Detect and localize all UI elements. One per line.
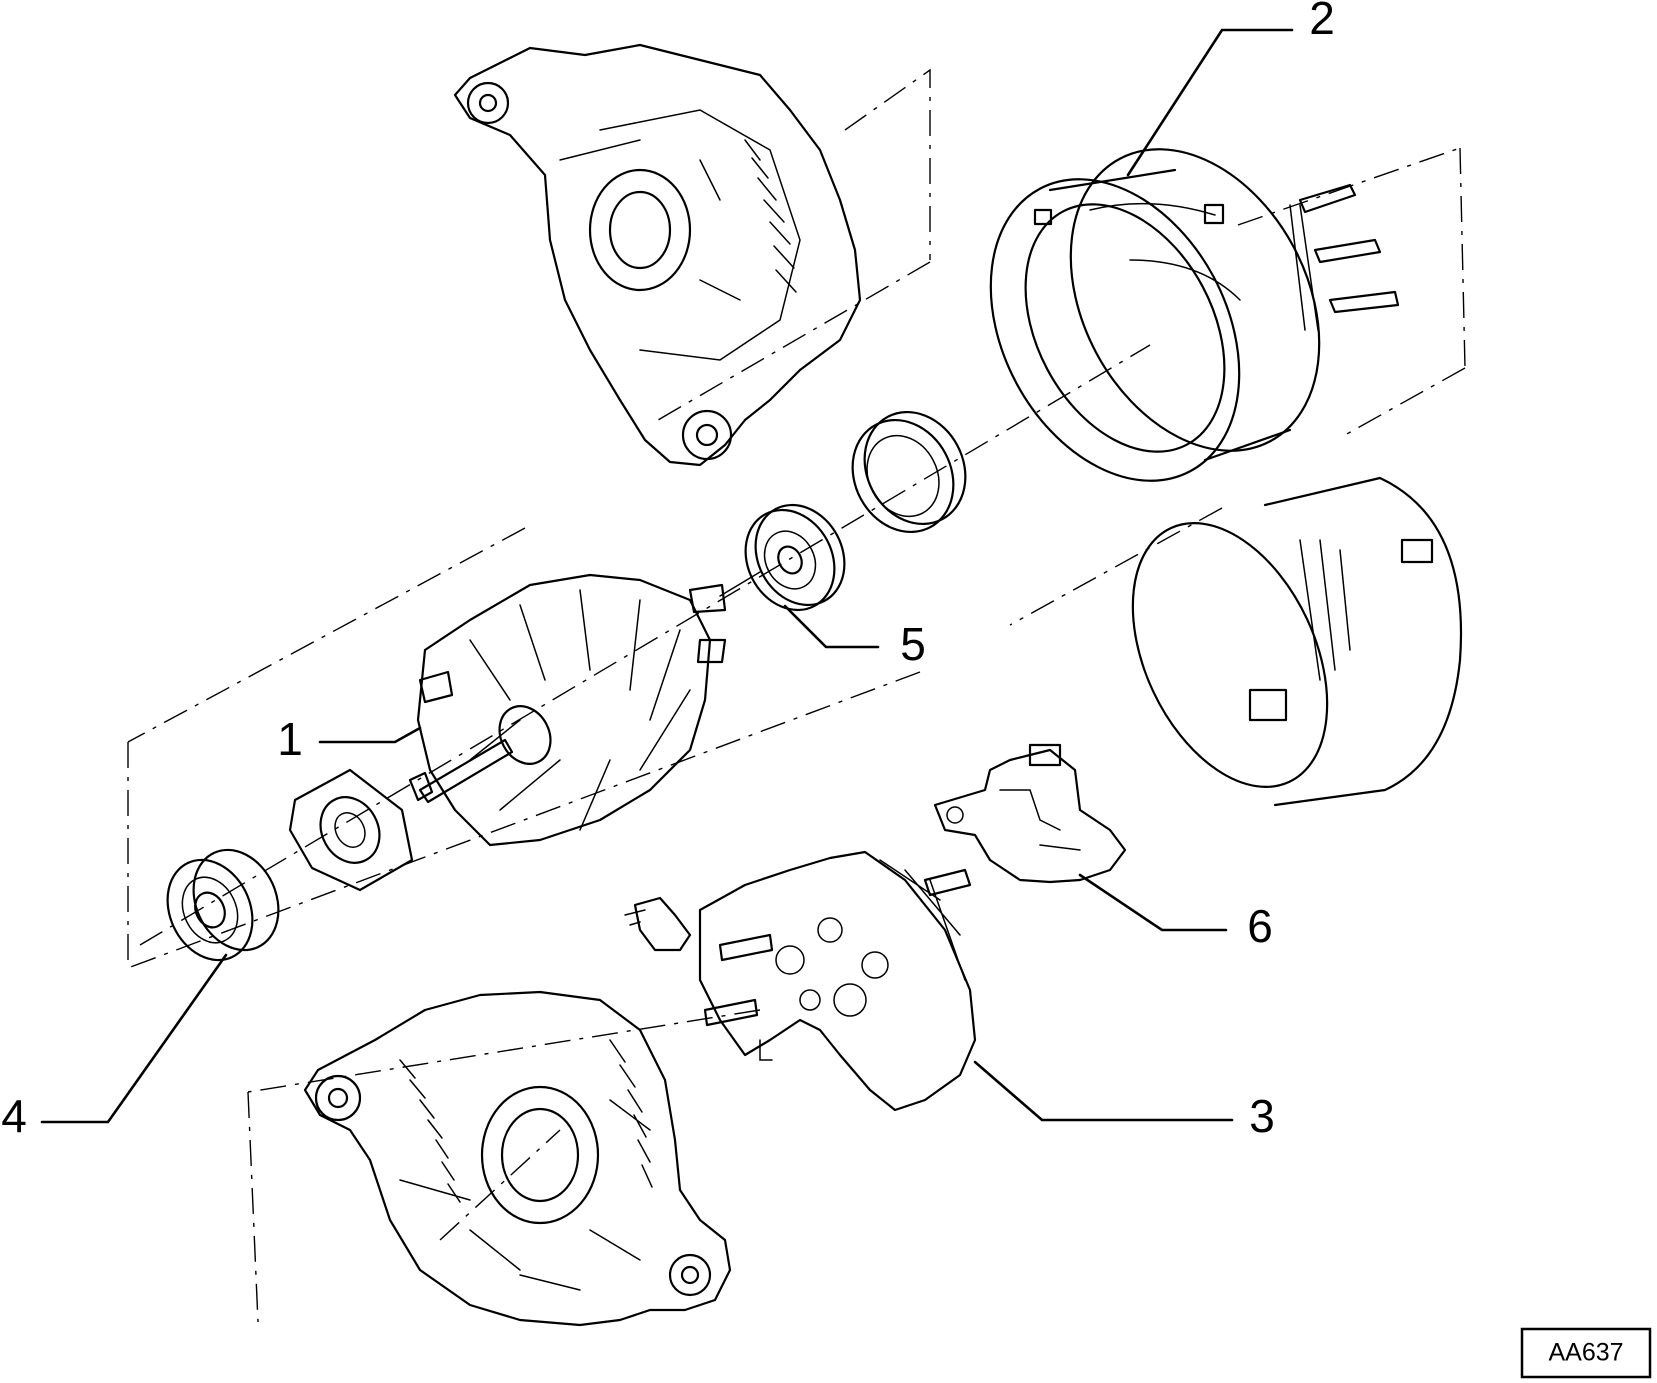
callout-leaders	[40, 28, 1294, 1124]
rear-bearing	[744, 503, 846, 612]
callout-6: 6	[1247, 900, 1273, 952]
rear-protective-cover	[1131, 476, 1463, 807]
assembly-guide-lines	[127, 68, 1466, 1323]
callout-1: 1	[277, 713, 303, 765]
callout-3: 3	[1249, 1090, 1275, 1142]
leader-2	[1126, 28, 1294, 177]
stator-assembly	[989, 148, 1400, 482]
rotor-spacer-plate	[288, 768, 414, 892]
leader-1	[318, 726, 422, 744]
callout-2: 2	[1309, 0, 1335, 44]
leader-6	[1078, 873, 1228, 932]
reference-code-box: AA637	[1520, 1327, 1652, 1379]
callout-labels: 1 2 3 4 5 6	[1, 0, 1335, 1142]
front-bearing	[166, 848, 280, 962]
rear-housing-slip-ring-end	[303, 990, 732, 1327]
leader-5	[783, 604, 880, 649]
reference-code: AA637	[1548, 1339, 1623, 1367]
rectifier-diode-plate	[624, 850, 977, 1112]
front-housing-drive-end	[453, 43, 862, 467]
voltage-regulator	[933, 743, 1127, 884]
rotor-assembly	[408, 571, 761, 847]
callout-4: 4	[1, 1090, 27, 1142]
leader-4	[40, 953, 228, 1124]
bearing-retainer-ring	[851, 410, 967, 534]
callout-5: 5	[900, 618, 926, 670]
leader-3	[973, 1060, 1234, 1122]
